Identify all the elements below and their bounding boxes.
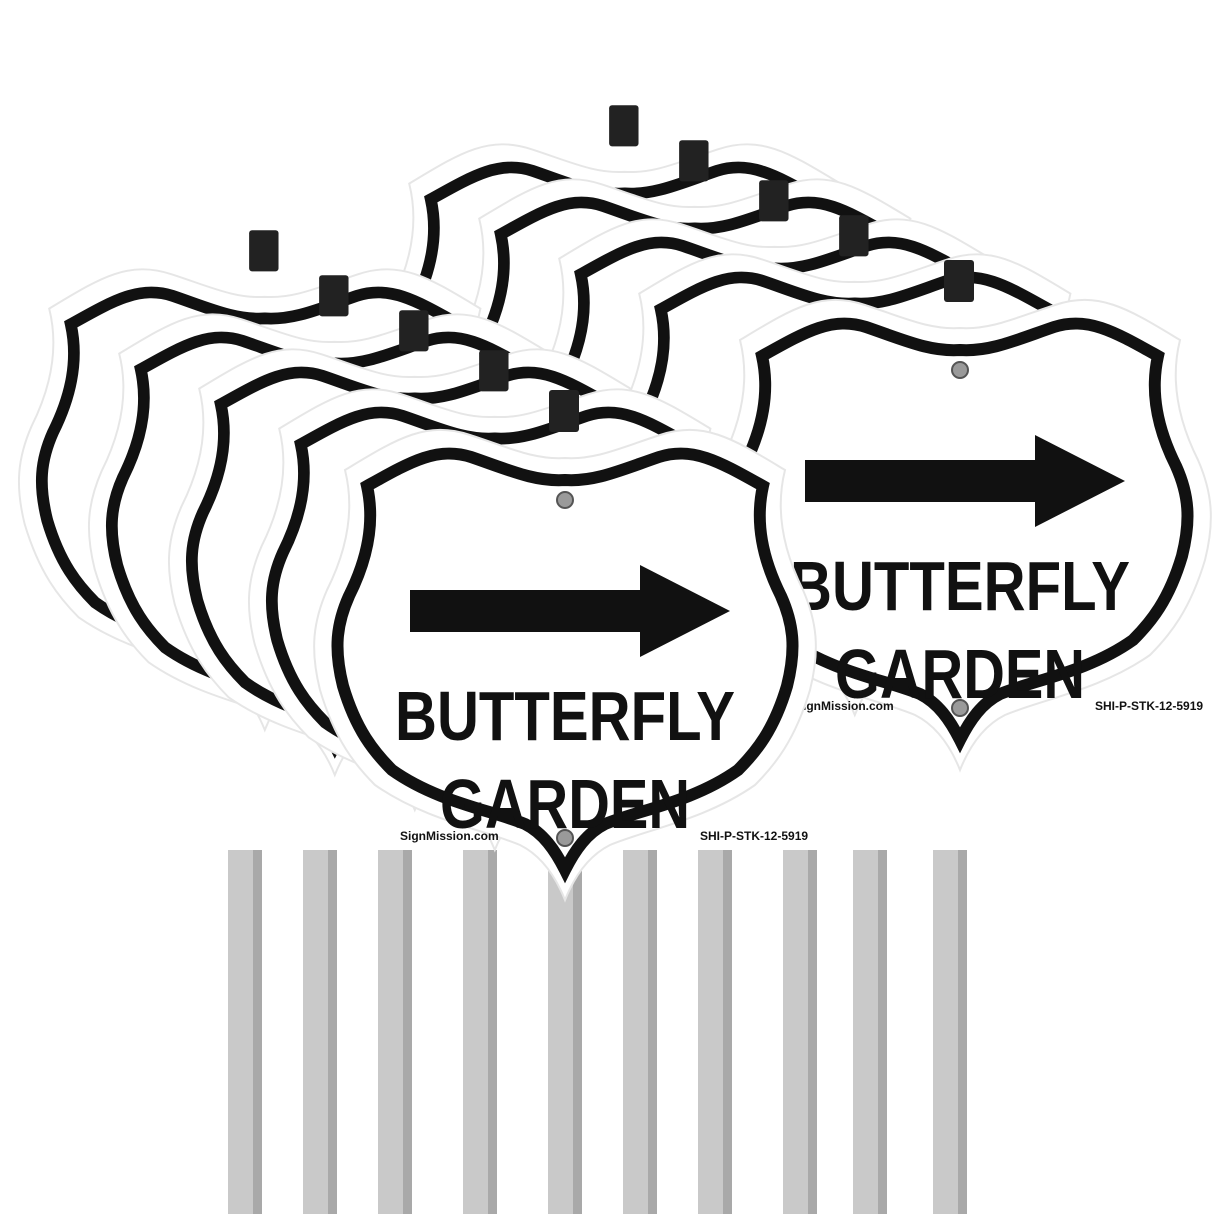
sign-text-line-2: GARDEN <box>835 635 1085 713</box>
stake-bracket-icon <box>549 390 579 432</box>
stake <box>303 850 337 1214</box>
stake-bracket-icon <box>839 215 869 257</box>
stake-bracket-icon <box>319 275 349 317</box>
stake <box>548 850 582 1214</box>
brand-site-label: SignMission.com <box>400 829 499 843</box>
screw-icon <box>951 699 969 717</box>
stake-bracket-icon <box>399 310 429 352</box>
sku-label: SHI-P-STK-12-5919 <box>700 829 808 843</box>
stake <box>933 850 967 1214</box>
stake-bracket-icon <box>479 350 509 392</box>
sign-text-line-1: BUTTERFLY <box>395 677 735 755</box>
stake-bracket-icon <box>609 105 639 147</box>
screw-icon <box>556 491 574 509</box>
stake-bracket-icon <box>759 180 789 222</box>
brand-site-label: SignMission.com <box>795 699 894 713</box>
sku-label: SHI-P-STK-12-5919 <box>1095 699 1203 713</box>
stake-bracket-icon <box>944 260 974 302</box>
stake <box>378 850 412 1214</box>
stake <box>228 850 262 1214</box>
stake-bracket-icon <box>679 140 709 182</box>
stake <box>783 850 817 1214</box>
screw-icon <box>556 829 574 847</box>
sign-text-line-2: GARDEN <box>440 765 690 843</box>
arrow-right-icon <box>805 435 1125 527</box>
stake <box>463 850 497 1214</box>
arrow-right-icon <box>410 565 730 657</box>
stake <box>623 850 657 1214</box>
stakes-layer <box>228 850 967 1214</box>
screw-icon <box>951 361 969 379</box>
sign-text-line-1: BUTTERFLY <box>790 547 1130 625</box>
stake <box>698 850 732 1214</box>
stake <box>853 850 887 1214</box>
stake-bracket-icon <box>249 230 279 272</box>
